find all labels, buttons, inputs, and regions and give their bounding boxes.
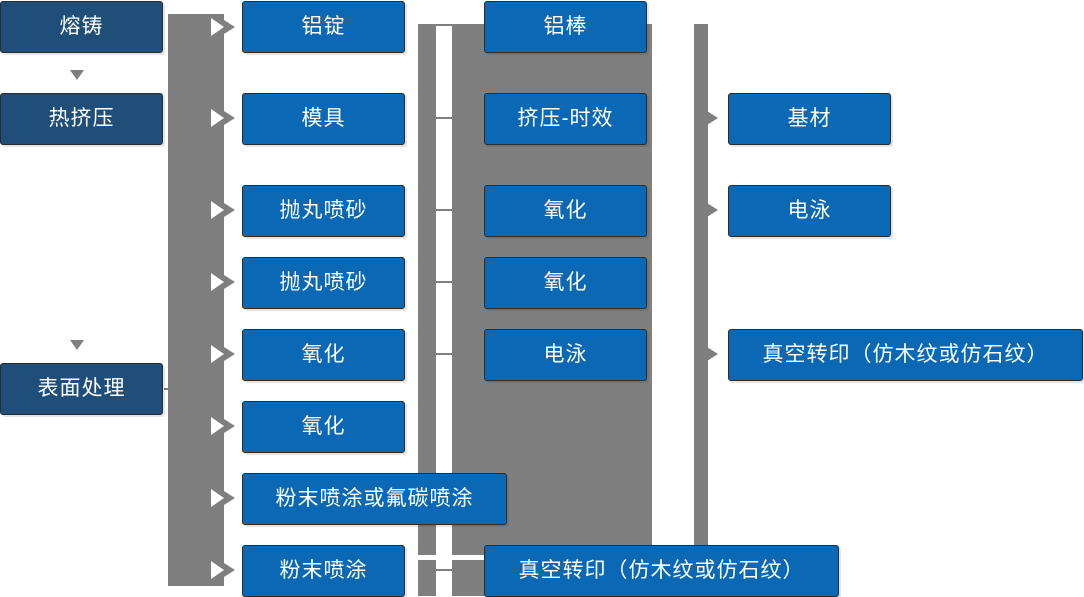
node-box-shot-blasting-1[interactable]: 抛丸喷砂 [242, 185, 405, 237]
node-box-vacuum-transfer-2[interactable]: 真空转印（仿木纹或仿石纹） [728, 329, 1083, 381]
node-label-oxidation-4: 氧化 [543, 271, 588, 295]
bracket-tick-6 [436, 569, 454, 571]
stage-box-surface-treatment[interactable]: 表面处理 [0, 363, 163, 415]
node-label-powder-or-pvdf: 粉末喷涂或氟碳喷涂 [275, 487, 474, 511]
arrow-notch-7 [211, 489, 224, 507]
stage-box-melt-cast[interactable]: 熔铸 [0, 1, 163, 53]
stage-label-melt-cast: 熔铸 [59, 15, 104, 39]
node-label-vacuum-transfer-2: 真空转印（仿木纹或仿石纹） [762, 343, 1049, 367]
node-box-aluminium-bar[interactable]: 铝棒 [484, 1, 647, 53]
arrow-down-icon-1 [70, 70, 84, 80]
node-label-shot-blasting-1: 抛丸喷砂 [279, 199, 368, 223]
node-box-powder-coating[interactable]: 粉末喷涂 [242, 545, 405, 597]
node-box-oxidation-2[interactable]: 氧化 [242, 401, 405, 453]
arrow-down-icon-2 [70, 340, 84, 350]
node-label-extrusion-aging: 挤压-时效 [517, 107, 614, 131]
node-box-oxidation-4[interactable]: 氧化 [484, 257, 647, 309]
connector-mid-gap-lower [436, 560, 452, 596]
node-box-electrophoresis-1[interactable]: 电泳 [484, 329, 647, 381]
bracket-tick-2 [436, 117, 454, 119]
node-box-shot-blasting-2[interactable]: 抛丸喷砂 [242, 257, 405, 309]
stage-box-hot-extrusion[interactable]: 热挤压 [0, 93, 163, 145]
arrow-right-icon-10 [707, 203, 718, 217]
node-label-oxidation-3: 氧化 [543, 199, 588, 223]
node-box-mould[interactable]: 模具 [242, 93, 405, 145]
bracket-tick-4 [436, 281, 454, 283]
node-label-aluminium-ingot: 铝锭 [301, 15, 346, 39]
arrow-notch-2 [211, 109, 224, 127]
node-label-mould: 模具 [301, 107, 346, 131]
arrow-right-icon-11 [707, 347, 718, 361]
arrow-right-icon-1 [224, 20, 235, 34]
connector-bar-mid-thin-lower [418, 560, 436, 596]
arrow-right-icon-5 [224, 347, 235, 361]
node-label-electrophoresis-2: 电泳 [787, 199, 832, 223]
node-label-base-material: 基材 [787, 107, 832, 131]
arrow-notch-8 [211, 561, 224, 579]
arrow-notch-5 [211, 345, 224, 363]
node-label-vacuum-transfer-1: 真空转印（仿木纹或仿石纹） [518, 559, 805, 583]
arrow-right-icon-6 [224, 419, 235, 433]
node-label-aluminium-bar: 铝棒 [543, 15, 588, 39]
node-box-aluminium-ingot[interactable]: 铝锭 [242, 1, 405, 53]
node-box-base-material[interactable]: 基材 [728, 93, 891, 145]
node-label-electrophoresis-1: 电泳 [543, 343, 588, 367]
connector-mid-gap [436, 24, 452, 555]
stage-label-surface-treatment: 表面处理 [37, 377, 126, 401]
node-box-electrophoresis-2[interactable]: 电泳 [728, 185, 891, 237]
arrow-notch-4 [211, 273, 224, 291]
arrow-notch-6 [211, 417, 224, 435]
node-box-extrusion-aging[interactable]: 挤压-时效 [484, 93, 647, 145]
arrow-right-icon-9 [707, 111, 718, 125]
node-label-oxidation-2: 氧化 [301, 415, 346, 439]
node-label-powder-coating: 粉末喷涂 [279, 559, 368, 583]
node-box-powder-or-pvdf[interactable]: 粉末喷涂或氟碳喷涂 [242, 473, 507, 525]
arrow-right-icon-4 [224, 275, 235, 289]
connector-left-bar-rejoin [168, 363, 224, 389]
arrow-right-icon-7 [224, 491, 235, 505]
arrow-right-icon-3 [224, 203, 235, 217]
bracket-tick-3 [436, 209, 454, 211]
arrow-right-icon-2 [224, 111, 235, 125]
bracket-tick-5 [436, 353, 454, 355]
arrow-notch-1 [211, 18, 224, 36]
connector-surface-stub [164, 388, 188, 390]
arrow-right-icon-8 [224, 563, 235, 577]
stage-label-hot-extrusion: 热挤压 [48, 107, 115, 131]
node-label-oxidation-1: 氧化 [301, 343, 346, 367]
arrow-notch-3 [211, 201, 224, 219]
node-box-oxidation-3[interactable]: 氧化 [484, 185, 647, 237]
connector-bar-right-ext [694, 24, 708, 564]
bracket-tick-1 [436, 24, 454, 26]
node-label-shot-blasting-2: 抛丸喷砂 [279, 271, 368, 295]
node-box-vacuum-transfer-1[interactable]: 真空转印（仿木纹或仿石纹） [484, 545, 839, 597]
connector-bar-mid-thin [418, 24, 436, 555]
node-box-oxidation-1[interactable]: 氧化 [242, 329, 405, 381]
